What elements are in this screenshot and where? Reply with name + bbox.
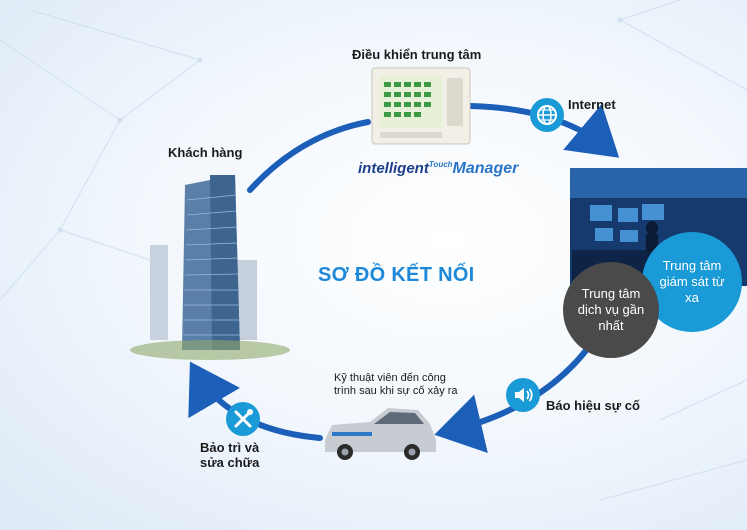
remote-monitoring-text: Trung tâm giám sát từ xa [659, 258, 725, 305]
controller-device [371, 67, 471, 145]
globe-icon [530, 98, 564, 132]
nearest-service-bubble: Trung tâm dịch vụ gần nhất [563, 262, 659, 358]
building-illustration [130, 175, 290, 360]
internet-label: Internet [568, 97, 616, 112]
arrow-customer-to-controller [247, 119, 371, 193]
speaker-icon [506, 378, 540, 412]
intelligent-touch-manager-logo: intelligentTouchManager [358, 160, 518, 178]
central-control-label: Điều khiển trung tâm [352, 47, 482, 62]
wrench-screwdriver-icon [226, 402, 260, 436]
technician-label: Kỹ thuật viên đến công trình sau khi sự … [334, 372, 458, 397]
incident-signal-label: Báo hiệu sự cố [546, 398, 640, 413]
logo-manager: Manager [452, 160, 519, 177]
background-network [0, 0, 747, 501]
nearest-service-text: Trung tâm dịch vụ gần nhất [577, 286, 645, 333]
logo-intelligent: intelligent [358, 160, 429, 177]
service-car [325, 408, 436, 460]
customer-label: Khách hàng [168, 145, 243, 160]
logo-touch: Touch [428, 160, 453, 169]
maintenance-label: Bảo trì và sửa chữa [200, 440, 260, 470]
diagram-title: SƠ ĐỒ KẾT NỐI [318, 264, 475, 286]
